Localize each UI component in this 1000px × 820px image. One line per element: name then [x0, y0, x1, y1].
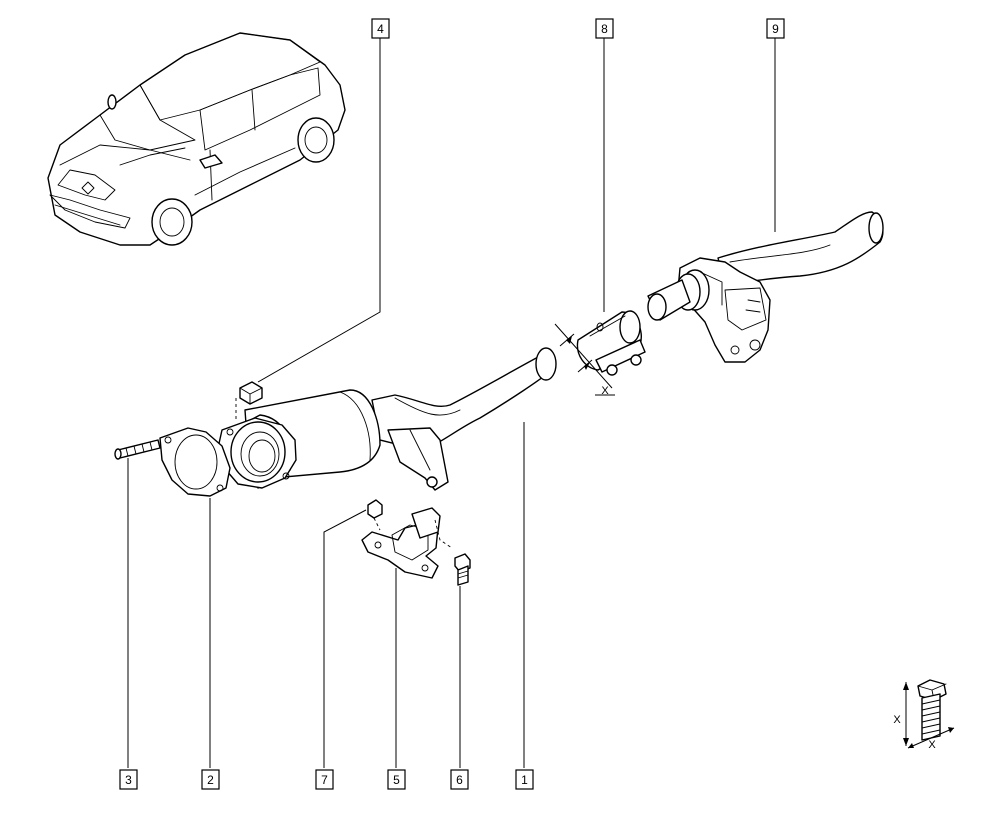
part-1-catalytic-converter-pipe — [217, 347, 557, 491]
callout-6-label: 6 — [456, 773, 463, 787]
clamp-dimension-label: X — [601, 385, 609, 397]
callout-4-label: 4 — [377, 22, 384, 36]
callout-4: 4 — [371, 18, 390, 39]
callout-2-label: 2 — [207, 773, 214, 787]
callout-8-label: 8 — [601, 22, 608, 36]
turbo-outlet-housing — [647, 257, 771, 363]
bolt-dimension-detail: X X — [893, 679, 955, 751]
callout-3-label: 3 — [125, 773, 132, 787]
bolt-horizontal-dimension-label: X — [928, 739, 936, 751]
bolt-vertical-dimension-label: X — [893, 714, 901, 726]
callout-6: 6 — [450, 769, 469, 790]
callout-9: 9 — [766, 18, 785, 39]
leader-lines — [127, 38, 776, 768]
part-5-mounting-bracket — [361, 507, 453, 579]
vehicle-illustration — [47, 32, 346, 246]
callout-9-label: 9 — [772, 22, 779, 36]
callout-1: 1 — [515, 769, 534, 790]
callout-5-label: 5 — [393, 773, 400, 787]
part-7-nut — [367, 499, 383, 531]
part-6-bolt — [454, 553, 471, 586]
part-8-clamp-collar: X — [554, 310, 646, 397]
part-9-exhaust-intake-pipe — [717, 211, 884, 286]
callout-5: 5 — [387, 769, 406, 790]
callout-1-label: 1 — [521, 773, 528, 787]
callout-7-label: 7 — [321, 773, 328, 787]
callout-7: 7 — [315, 769, 334, 790]
callout-2: 2 — [201, 769, 220, 790]
callout-3: 3 — [119, 769, 138, 790]
part-3-stud — [114, 439, 161, 460]
part-4-nut — [235, 381, 263, 420]
callout-8: 8 — [595, 18, 614, 39]
part-2-gasket — [159, 427, 231, 497]
